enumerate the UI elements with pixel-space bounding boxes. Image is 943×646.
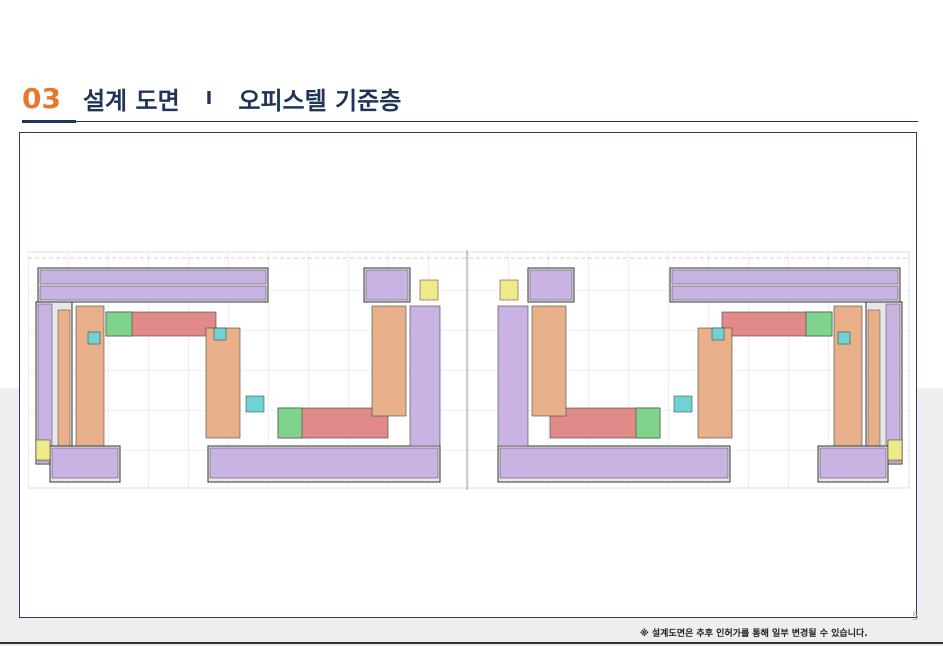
page-number: 5 xyxy=(912,610,919,623)
page-subtitle: 오피스텔 기준층 xyxy=(238,86,402,115)
header-rule xyxy=(76,121,918,122)
bottom-rule xyxy=(0,642,943,644)
building-right xyxy=(497,267,903,483)
floor-plan-drawing xyxy=(28,250,910,490)
building-left xyxy=(35,267,441,483)
title-separator: I xyxy=(205,87,213,109)
header-rule-accent xyxy=(22,120,76,123)
section-number: 03 xyxy=(22,81,61,115)
footnote: ※ 설계도면은 추후 인허가를 통해 일부 변경될 수 있습니다. xyxy=(640,629,868,639)
section-header: 03 설계 도면 I 오피스텔 기준층 xyxy=(22,80,401,116)
section-title: 설계 도면 xyxy=(82,86,180,115)
